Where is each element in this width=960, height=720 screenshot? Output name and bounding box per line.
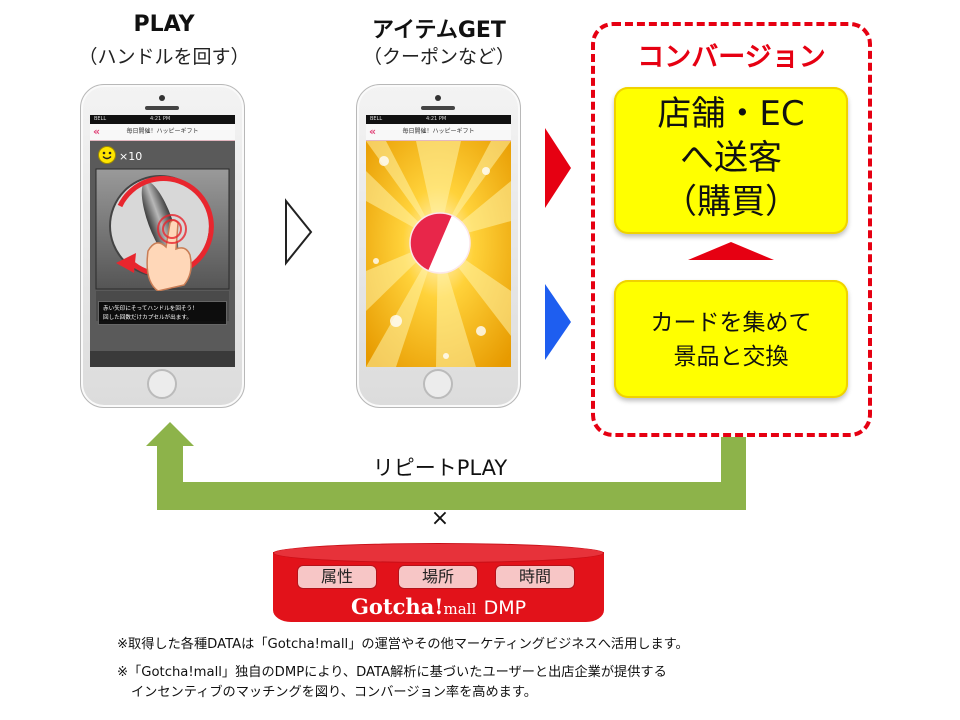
dmp-brand-name: Gotcha!mall DMP	[273, 594, 604, 619]
footnote-1: ※取得した各種DATAは「Gotcha!mall」の運営やその他マーケティングビ…	[117, 633, 689, 652]
home-button[interactable]	[147, 369, 177, 399]
dmp-tag-location: 場所	[398, 565, 478, 589]
capsule-reward-illustration[interactable]	[366, 141, 511, 367]
time-label: 4:21 PM	[150, 115, 170, 124]
gacha-machine-illustration[interactable]	[90, 141, 235, 367]
instruction-box: 赤い矢印にそってハンドルを回そう！ 回した回数だけカプセルが出ます。	[98, 301, 227, 325]
app-title: 毎日開催！ハッピーギフト	[90, 124, 235, 140]
footnote-2: ※「Gotcha!mall」独自のDMPにより、DATA解析に基づいたユーザーと…	[117, 661, 667, 680]
item-get-step-subtitle: （クーポンなど）	[339, 42, 539, 69]
smile-icon	[98, 146, 116, 164]
footnote-3: インセンティブのマッチングを図り、コンバージョン率を高めます。	[131, 681, 537, 700]
conversion-title: コンバージョン	[591, 35, 872, 74]
store-ec-referral-box: 店舗・EC へ送客 （購買）	[614, 87, 848, 234]
card-exchange-box: カードを集めて 景品と交換	[614, 280, 848, 398]
app-title: 毎日開催！ハッピーギフト	[366, 124, 511, 140]
status-bar: BELL 4:21 PM	[90, 115, 235, 124]
card-exchange-line-1: カードを集めて	[614, 306, 848, 340]
brand-small: mall	[443, 600, 476, 618]
time-label: 4:21 PM	[426, 115, 446, 124]
play-step-title: PLAY	[84, 12, 244, 37]
repeat-play-label: リピートPLAY	[320, 452, 560, 482]
play-phone: BELL 4:21 PM « 毎日開催！ハッピーギフト	[80, 84, 245, 408]
card-exchange-line-2: 景品と交換	[614, 340, 848, 374]
speaker-icon	[145, 106, 179, 110]
brand-suffix: DMP	[484, 597, 526, 619]
red-arrow-icon	[543, 126, 573, 210]
app-bar: « 毎日開催！ハッピーギフト	[366, 124, 511, 141]
times-symbol: ×	[420, 506, 460, 531]
instruction-line-2: 回した回数だけカプセルが出ます。	[103, 314, 222, 323]
dmp-tag-attribute: 属性	[297, 565, 377, 589]
carrier-label: BELL	[94, 115, 106, 124]
dmp-tag-time: 時間	[495, 565, 575, 589]
dmp-database-top	[273, 543, 604, 563]
speaker-icon	[421, 106, 455, 110]
item-get-step-title: アイテムGET	[349, 12, 529, 44]
store-ec-line-2: へ送客	[614, 136, 848, 180]
next-arrow-icon	[283, 198, 315, 266]
brand-main: Gotcha!	[351, 594, 444, 619]
home-button[interactable]	[423, 369, 453, 399]
store-ec-line-3: （購買）	[614, 180, 848, 224]
blue-arrow-icon	[543, 282, 573, 362]
play-step-subtitle: （ハンドルを回す）	[64, 42, 264, 69]
item-get-phone: BELL 4:21 PM « 毎日開催！ハッピーギフト	[356, 84, 521, 408]
carrier-label: BELL	[370, 115, 382, 124]
play-count: ×10	[119, 150, 142, 163]
store-ec-line-1: 店舗・EC	[614, 92, 848, 136]
camera-icon	[159, 95, 165, 101]
up-arrow-icon	[688, 241, 774, 261]
item-get-screen: BELL 4:21 PM « 毎日開催！ハッピーギフト	[366, 115, 511, 367]
instruction-line-1: 赤い矢印にそってハンドルを回そう！	[103, 305, 222, 314]
play-screen: BELL 4:21 PM « 毎日開催！ハッピーギフト	[90, 115, 235, 367]
camera-icon	[435, 95, 441, 101]
status-bar: BELL 4:21 PM	[366, 115, 511, 124]
app-bar: « 毎日開催！ハッピーギフト	[90, 124, 235, 141]
